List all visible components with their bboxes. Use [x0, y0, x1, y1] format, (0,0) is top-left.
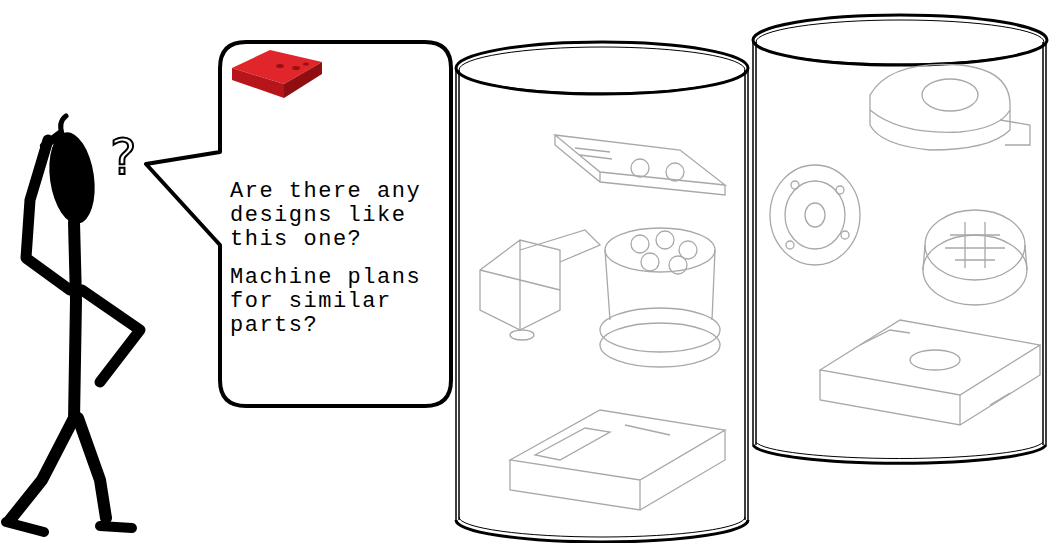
bubble-text: Machine plans for similar parts? [230, 266, 445, 338]
part-drawings [480, 64, 1040, 510]
database-cylinder [456, 42, 748, 542]
bubble-text: Are there any designs like this one? [230, 180, 445, 252]
question-mark: ? [110, 132, 137, 182]
database-cylinder [753, 15, 1047, 463]
red-part-image [232, 50, 322, 98]
speech-bubble: Are there any designs like this one? Mach… [218, 40, 453, 408]
bubble-text-area: Are there any designs like this one? Mach… [218, 40, 453, 354]
stick-figure [6, 116, 140, 532]
